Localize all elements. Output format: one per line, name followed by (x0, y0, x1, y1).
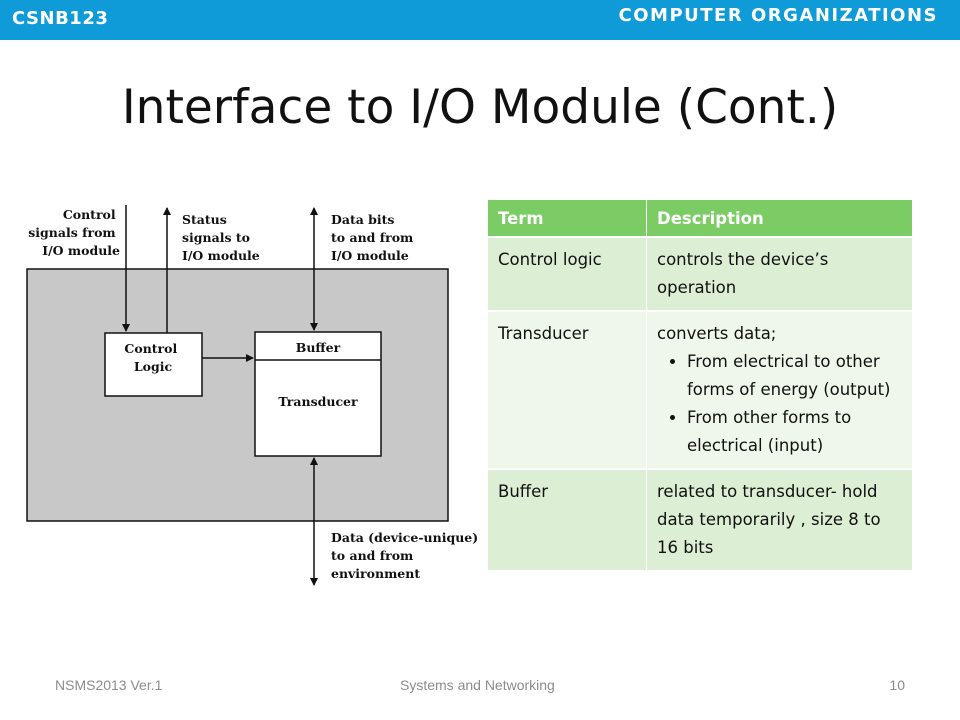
description-cell: controls the device’s operation (647, 236, 913, 310)
description-header: Description (647, 200, 913, 236)
description-cell: converts data; From electrical to other … (647, 310, 913, 468)
term-header: Term (488, 200, 647, 236)
slide-title: Interface to I/O Module (Cont.) (121, 80, 839, 135)
data-bits-label: Data bits to and from I/O module (331, 212, 418, 263)
buffer-transducer-box (254, 331, 382, 457)
table-row: Control logic controls the device’s oper… (488, 236, 913, 310)
bullet-item: From electrical to other forms of energy… (687, 348, 902, 404)
footer-course: Systems and Networking (400, 677, 555, 693)
subject-title: COMPUTER ORGANIZATIONS (618, 5, 938, 26)
transducer-label: Transducer (278, 394, 358, 409)
description-text: converts data; (657, 324, 777, 343)
control-logic-label: Control Logic (124, 341, 181, 374)
terms-table: Term Description Control logic controls … (488, 200, 913, 570)
environment-data-label: Data (device-unique) to and from environ… (331, 530, 483, 581)
status-signals-label: Status signals to I/O module (182, 212, 260, 263)
description-cell: related to transducer- hold data tempora… (647, 468, 913, 570)
header-bar: CSNB123 COMPUTER ORGANIZATIONS (0, 0, 960, 40)
footer-page-number: 10 (889, 677, 905, 693)
bullet-item: From other forms to electrical (input) (687, 404, 902, 460)
term-cell: Transducer (488, 310, 647, 468)
term-cell: Control logic (488, 236, 647, 310)
bullet-list: From electrical to other forms of energy… (657, 348, 902, 460)
control-signals-label: Control signals from I/O module (28, 207, 120, 258)
term-cell: Buffer (488, 468, 647, 570)
course-code: CSNB123 (12, 8, 109, 29)
device-box (26, 268, 449, 522)
footer-version: NSMS2013 Ver.1 (55, 677, 163, 693)
buffer-label: Buffer (296, 340, 341, 355)
control-logic-box (104, 332, 203, 397)
io-device-diagram: Control signals from I/O module Status s… (26, 205, 483, 586)
table-row: Buffer related to transducer- hold data … (488, 468, 913, 570)
table-header-row: Term Description (488, 200, 913, 236)
table-row: Transducer converts data; From electrica… (488, 310, 913, 468)
